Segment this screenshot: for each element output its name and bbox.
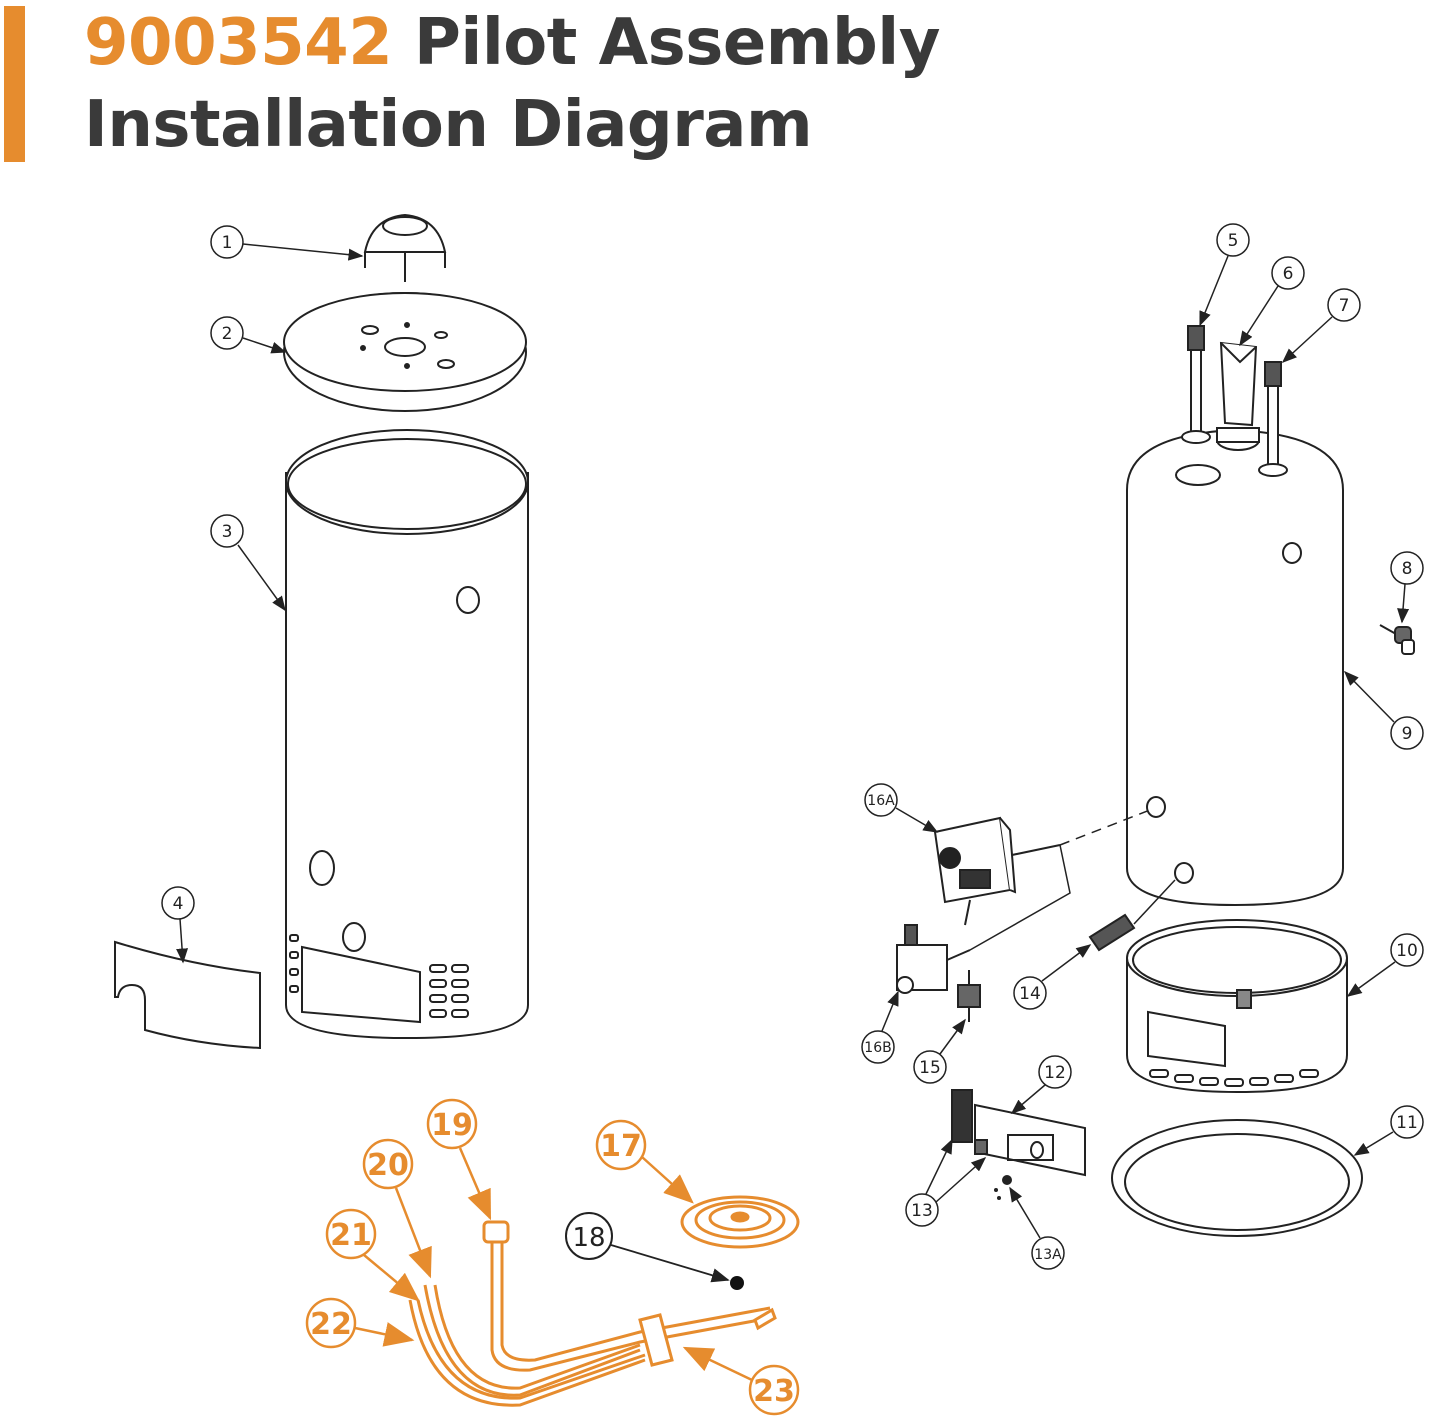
part-18-orifice xyxy=(730,1276,744,1290)
part-11-pan xyxy=(1111,1119,1363,1237)
svg-text:5: 5 xyxy=(1228,231,1239,251)
callout-7: 7 xyxy=(1281,288,1361,364)
svg-text:4: 4 xyxy=(173,894,184,914)
svg-text:10: 10 xyxy=(1396,941,1418,961)
part-1-flue-baffle-cap xyxy=(363,213,447,282)
svg-text:7: 7 xyxy=(1339,296,1350,316)
svg-text:11: 11 xyxy=(1396,1113,1418,1133)
callout-4: 4 xyxy=(161,886,195,964)
callout-6: 6 xyxy=(1239,256,1305,347)
svg-text:16A: 16A xyxy=(867,793,895,809)
part-15-fitting xyxy=(957,970,981,1022)
title-part-number: 9003542 xyxy=(84,6,393,80)
part-3-outer-jacket xyxy=(285,429,529,1040)
svg-text:6: 6 xyxy=(1283,264,1294,284)
callout-18: 18 xyxy=(565,1212,730,1283)
part-5-hot-nipple xyxy=(1181,325,1211,444)
svg-text:23: 23 xyxy=(753,1374,795,1409)
callout-20: 20 xyxy=(362,1138,432,1279)
part-8-relief-valve xyxy=(1379,624,1415,655)
callout-15: 15 xyxy=(913,1018,966,1084)
callout-19: 19 xyxy=(426,1098,492,1221)
callout-11: 11 xyxy=(1353,1105,1424,1156)
callout-21: 21 xyxy=(325,1208,420,1302)
callout-16b: 16B xyxy=(861,990,899,1064)
svg-text:21: 21 xyxy=(330,1218,372,1253)
callout-16a: 16A xyxy=(864,783,939,833)
callout-13a: 13A xyxy=(1009,1186,1065,1270)
part-6-flue-baffle xyxy=(1216,341,1260,451)
svg-text:12: 12 xyxy=(1044,1063,1066,1083)
svg-text:15: 15 xyxy=(919,1058,941,1078)
callout-5: 5 xyxy=(1199,223,1250,327)
part-7-cold-nipple xyxy=(1258,361,1288,477)
part-10-base-ring xyxy=(1126,919,1348,1094)
svg-text:16B: 16B xyxy=(864,1040,891,1056)
part-16b-gas-valve xyxy=(896,924,971,994)
part-13a-screw xyxy=(994,1175,1012,1200)
connection-lines xyxy=(969,809,1176,951)
callout-10: 10 xyxy=(1346,933,1424,997)
svg-text:14: 14 xyxy=(1019,984,1041,1004)
part-2-top-cover-disc xyxy=(283,292,527,412)
svg-text:22: 22 xyxy=(310,1307,352,1342)
callout-13: 13 xyxy=(905,1138,987,1227)
title-line2: Installation Diagram xyxy=(84,88,813,162)
title-accent-bar xyxy=(4,6,25,162)
callout-8: 8 xyxy=(1390,551,1424,624)
part-4-access-door xyxy=(114,940,261,1050)
svg-text:1: 1 xyxy=(222,233,233,253)
svg-text:13A: 13A xyxy=(1034,1247,1062,1263)
svg-text:17: 17 xyxy=(600,1129,642,1164)
part-12-bracket xyxy=(974,1103,1086,1177)
callout-12: 12 xyxy=(1010,1055,1072,1114)
svg-text:8: 8 xyxy=(1402,559,1413,579)
part-9-tank xyxy=(1126,428,1344,907)
svg-text:20: 20 xyxy=(367,1148,409,1183)
svg-text:18: 18 xyxy=(572,1223,605,1253)
part-14-nipple-fitting xyxy=(1088,913,1136,952)
svg-text:19: 19 xyxy=(431,1108,473,1143)
svg-text:13: 13 xyxy=(911,1201,933,1221)
svg-text:3: 3 xyxy=(222,522,233,542)
page-title: 9003542 Pilot Assembly Installation Diag… xyxy=(84,2,940,166)
part-13-clip xyxy=(951,1089,988,1155)
part-16a-gas-control-valve xyxy=(933,816,1061,926)
callout-9: 9 xyxy=(1343,670,1424,750)
svg-text:9: 9 xyxy=(1402,724,1413,744)
callout-14: 14 xyxy=(1013,944,1092,1010)
svg-text:2: 2 xyxy=(222,324,233,344)
callout-3: 3 xyxy=(210,514,286,612)
callout-22: 22 xyxy=(305,1297,415,1349)
pilot-assembly-highlight xyxy=(408,1195,800,1407)
title-line1: Pilot Assembly xyxy=(414,6,940,80)
callout-23: 23 xyxy=(682,1346,800,1416)
callout-2: 2 xyxy=(210,316,287,354)
callout-17: 17 xyxy=(595,1119,694,1204)
callout-1: 1 xyxy=(210,225,364,261)
